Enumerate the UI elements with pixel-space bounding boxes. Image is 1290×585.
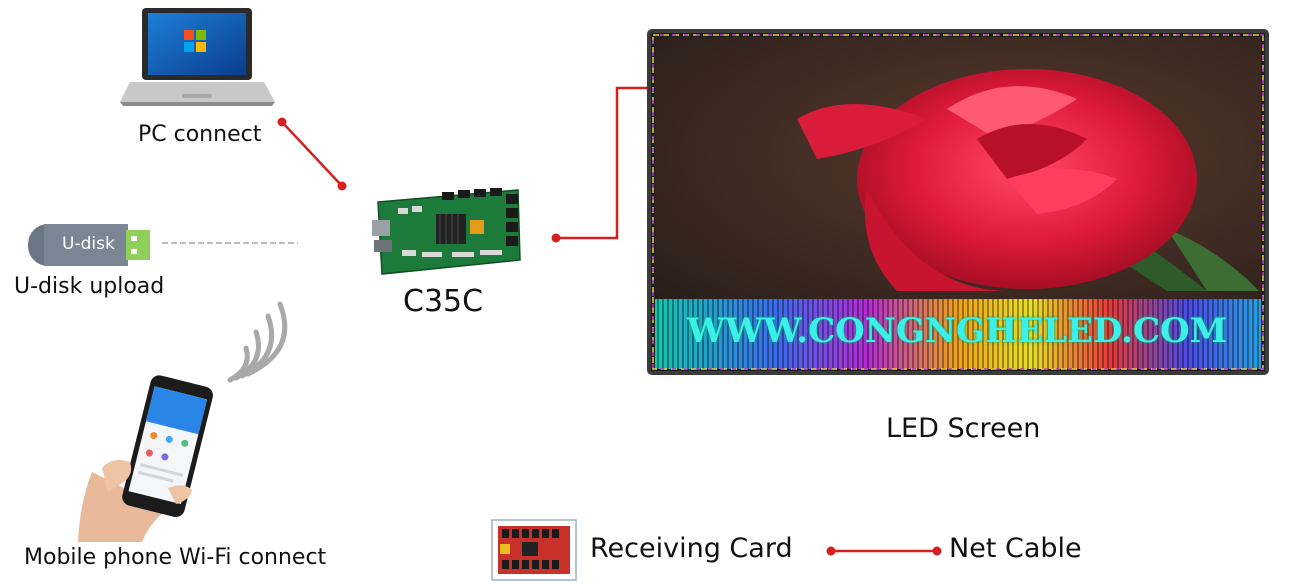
controller-cable-endpoint <box>337 181 347 191</box>
screen-cable-endpoint <box>551 233 561 243</box>
receiving-card-label: Receiving Card <box>590 533 793 564</box>
smartphone-hand-icon <box>72 372 222 542</box>
net-cable-legend-line <box>826 546 942 556</box>
screen-net-cable <box>556 86 650 240</box>
led-screen-label: LED Screen <box>886 413 1041 444</box>
pc-cable-endpoint <box>277 117 287 127</box>
laptop-icon <box>120 6 275 106</box>
wifi-signal-icon <box>220 300 310 390</box>
controller-model-label: C35C <box>403 284 484 319</box>
led-screen: WWW.CONGNGHELED.COM <box>647 29 1269 375</box>
mobile-wifi-label: Mobile phone Wi-Fi connect <box>24 545 327 570</box>
pc-net-cable <box>281 121 343 187</box>
pc-connect-label: PC connect <box>138 122 262 147</box>
usb-drive-text: U-disk <box>62 234 115 254</box>
usb-drive-icon <box>28 222 153 270</box>
udisk-upload-label: U-disk upload <box>14 274 165 299</box>
receiving-card-icon <box>491 519 577 581</box>
screen-banner-text: WWW.CONGNGHELED.COM <box>687 311 1228 351</box>
controller-card-image <box>372 186 524 278</box>
net-cable-label: Net Cable <box>949 533 1082 564</box>
